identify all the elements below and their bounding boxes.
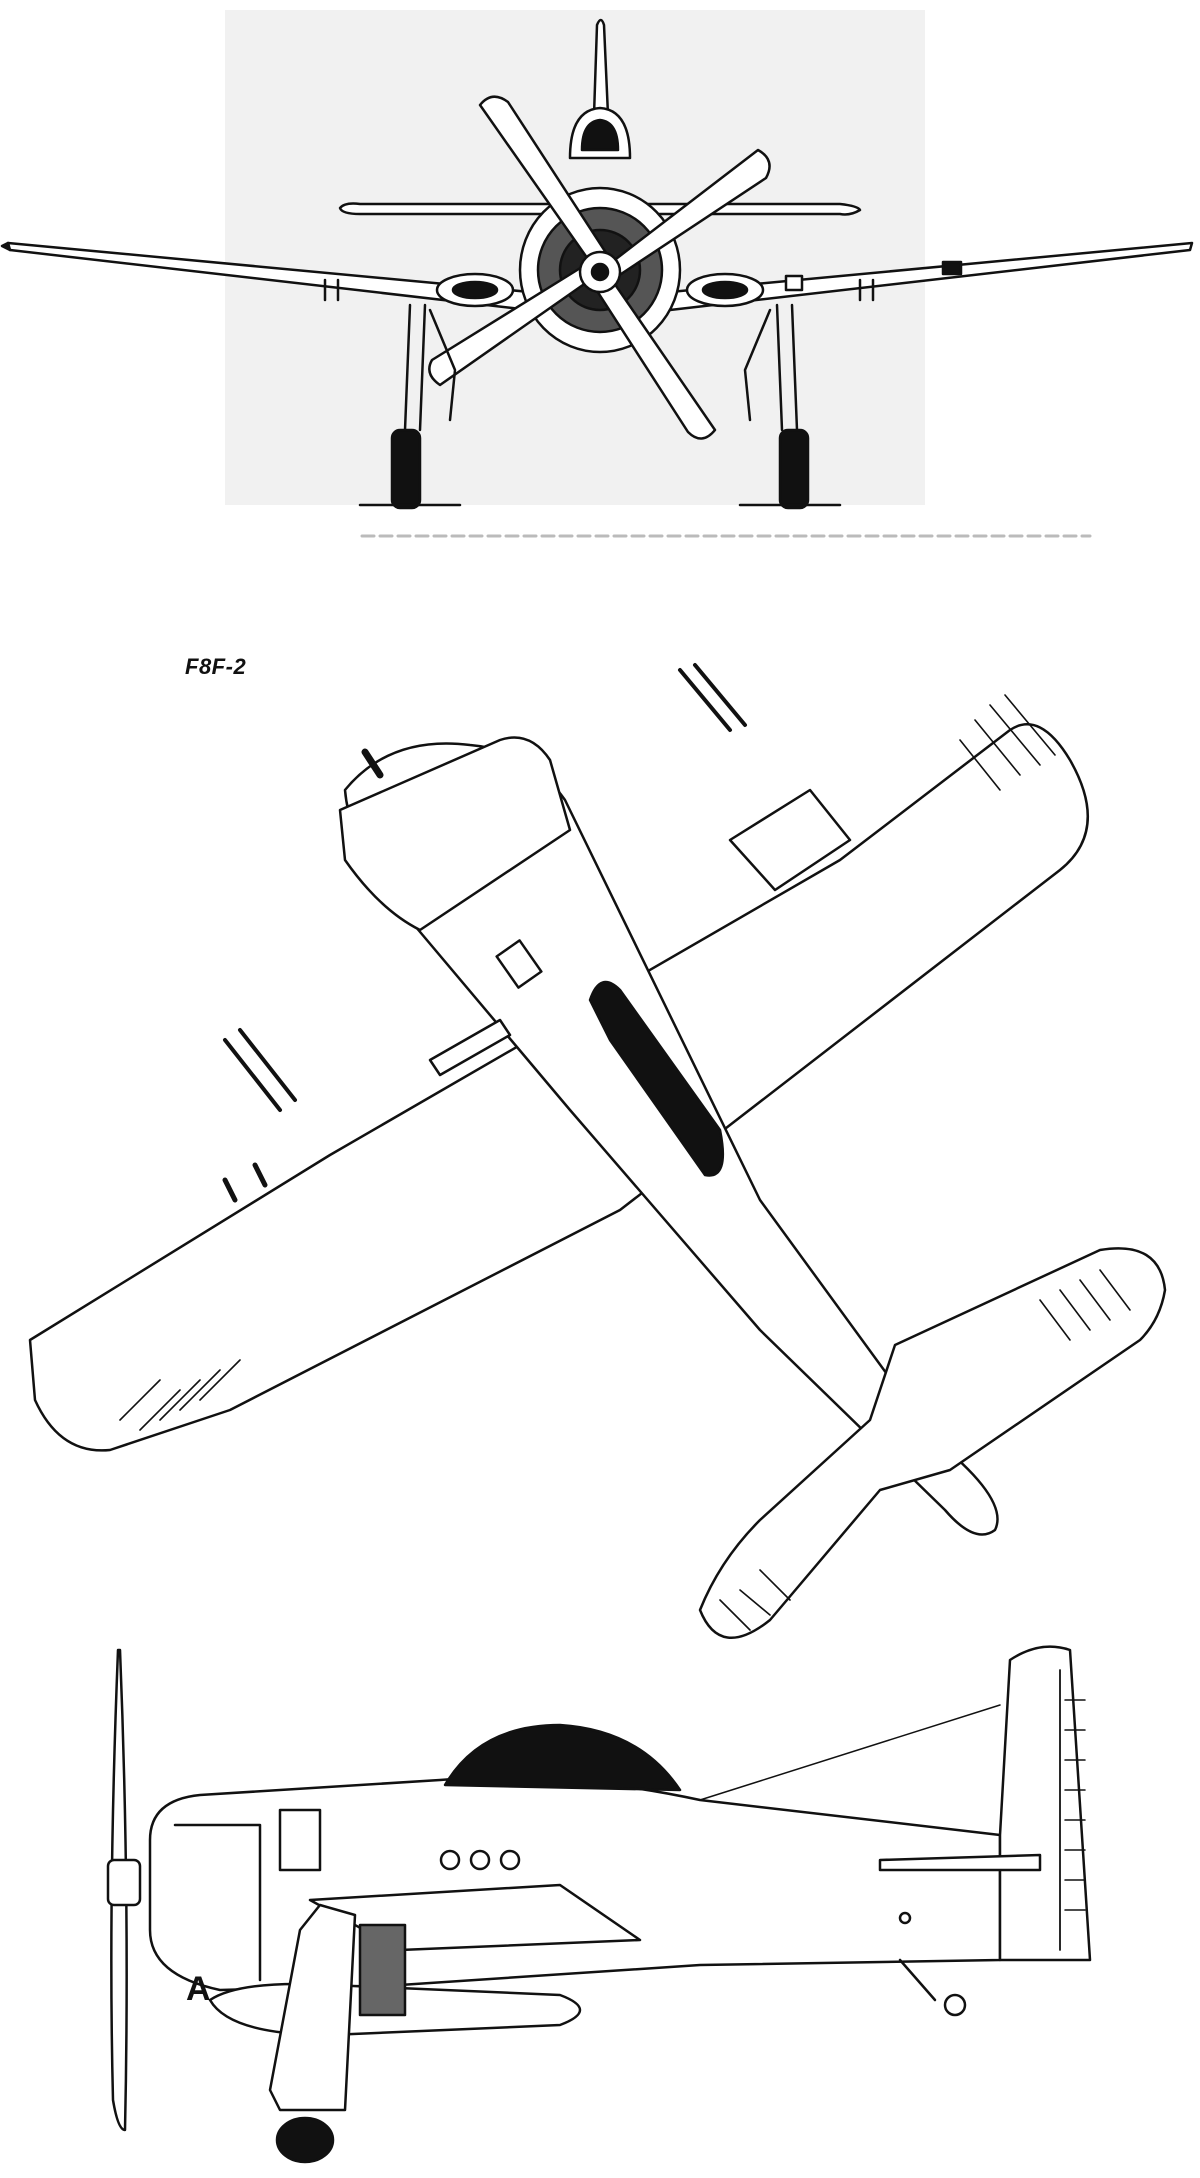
aileron-hatching: [119, 694, 1131, 1631]
tailplane-plan: [698, 1247, 1167, 1640]
landing-gear-front: [358, 303, 842, 510]
front-view: [0, 10, 1194, 538]
main-gear-side: [268, 1903, 357, 2112]
side-marking-letter: A: [186, 1970, 211, 2008]
propeller-front: [428, 95, 771, 440]
cowl-plan: [338, 736, 572, 932]
canopy-side: [443, 1723, 682, 1792]
canopy-frame: [580, 118, 620, 152]
canopy-plan: [588, 980, 725, 1177]
plan-view: [28, 663, 1167, 1640]
model-designation-label: F8F-2: [185, 654, 247, 679]
fin-side: [998, 1645, 1092, 1962]
fin-front: [592, 18, 610, 117]
fuselage-side: [148, 1776, 1002, 1992]
left-wingtip: [0, 241, 12, 252]
side-view: [106, 1645, 1092, 2164]
